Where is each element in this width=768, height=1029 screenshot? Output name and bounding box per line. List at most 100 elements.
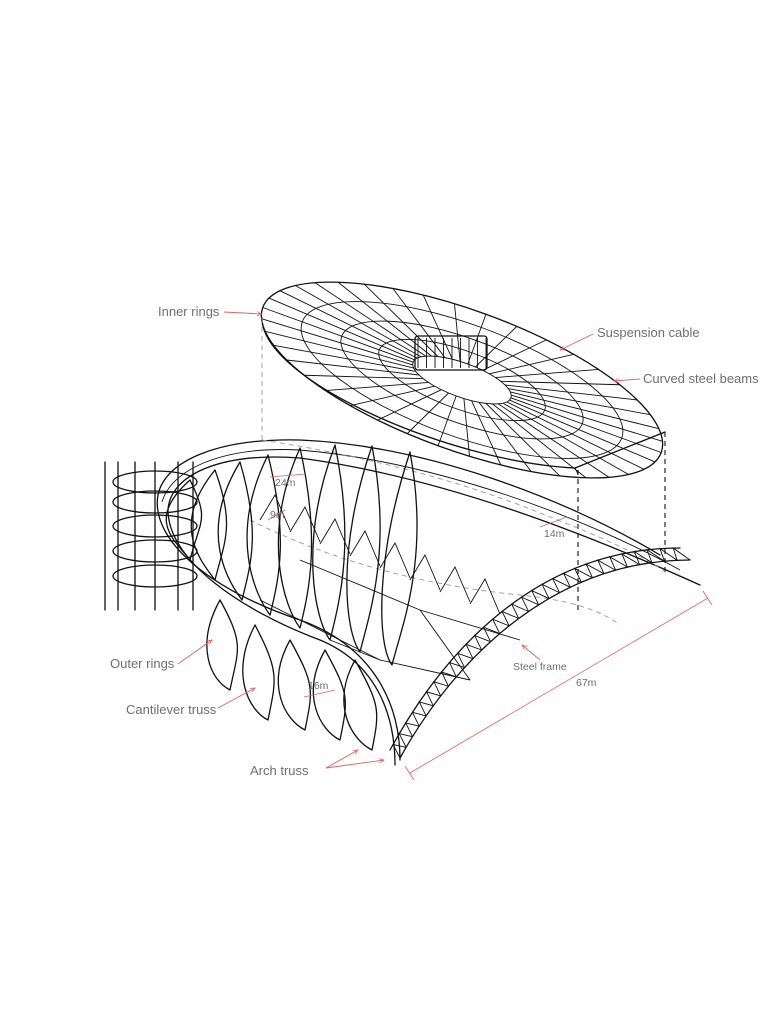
label-cantilever-truss: Cantilever truss <box>126 702 217 717</box>
arch-truss-member <box>608 555 628 571</box>
dimension-9m: 9m <box>270 509 285 521</box>
roof-radial-beam <box>304 374 424 380</box>
stair-tower <box>104 461 198 611</box>
label-curved-steel-beams: Curved steel beams <box>643 371 759 386</box>
arch-truss-member <box>510 603 529 619</box>
truss-web <box>319 518 351 555</box>
arch-truss-member <box>551 577 571 593</box>
arch-truss-web <box>392 546 691 759</box>
roof-radial-beam <box>492 403 587 479</box>
arch-truss-member <box>541 583 560 599</box>
roof-radial-beam <box>497 403 610 478</box>
roof-radial-beam <box>363 283 439 357</box>
arch-truss-member <box>596 559 616 574</box>
central-hub <box>414 335 488 371</box>
dimension-67m: 67m <box>576 677 597 689</box>
roof-inner-ring <box>378 338 546 422</box>
roof-radial-beam <box>510 397 662 453</box>
arch-truss-member <box>501 610 519 627</box>
roof-radial-beam <box>467 314 487 365</box>
cantilever-truss-group <box>165 444 501 751</box>
roof-radial-beam <box>325 382 429 392</box>
roof-radial-beam <box>262 307 414 363</box>
roof-radial-beam <box>500 380 620 386</box>
roof-radial-beam <box>422 294 453 360</box>
arch-truss-member <box>659 547 678 562</box>
roof-radial-beam <box>508 388 651 416</box>
roof-radial-beam <box>350 385 435 407</box>
arch-truss-member <box>520 596 539 612</box>
roof-radial-beam <box>261 318 413 366</box>
roof-radial-beam <box>377 389 442 421</box>
roof-radial-beam <box>510 391 659 430</box>
bowl-layer <box>156 439 701 766</box>
roof-radial-beam <box>273 344 416 372</box>
cantilever-truss <box>206 599 239 691</box>
roof-radial-beam <box>463 398 470 457</box>
truss-web <box>469 578 501 615</box>
arch-truss-member <box>398 732 413 748</box>
roof-radial-beam <box>478 402 532 472</box>
roof-radial-beam <box>406 392 449 434</box>
roof-radial-beam <box>279 290 418 359</box>
arch-truss-member <box>573 567 593 583</box>
roof-radial-beam <box>475 326 518 368</box>
cantilever-truss <box>165 479 203 561</box>
roof-radial-beam <box>314 282 427 357</box>
cantilever-truss <box>343 659 378 751</box>
roof-radial-beam <box>509 399 656 463</box>
truss-web <box>259 494 291 531</box>
arch-truss-member <box>672 546 691 561</box>
arch-truss-member <box>425 691 441 707</box>
arch-truss-member <box>585 563 605 579</box>
roof-radial-beam <box>286 359 420 376</box>
label-arch-truss: Arch truss <box>250 763 309 778</box>
arch-truss-member <box>491 618 510 634</box>
label-steel-frame: Steel frame <box>513 661 567 673</box>
truss-web <box>349 530 381 567</box>
dimension-lines <box>267 473 713 781</box>
roof-inner-ring <box>412 355 512 405</box>
arch-truss-member <box>418 701 434 717</box>
cantilever-truss <box>312 649 347 741</box>
label-inner-rings: Inner rings <box>158 304 220 319</box>
cantilever-truss <box>242 624 275 721</box>
arch-truss-member <box>620 552 640 568</box>
roof-radial-beam <box>392 288 446 358</box>
arch-truss-member <box>633 550 653 565</box>
arch-truss-member <box>392 743 407 759</box>
roof-radial-beam <box>268 297 415 361</box>
truss-web <box>289 506 321 543</box>
arch-truss-member <box>562 572 582 588</box>
roof-radial-beam <box>502 402 629 475</box>
roof-radial-beam <box>489 353 574 375</box>
arch-truss-member <box>530 589 550 606</box>
roof-radial-beam <box>471 400 502 466</box>
arch-truss-member <box>646 548 665 563</box>
arch-truss-member <box>404 722 420 737</box>
arch-truss-member <box>411 711 427 727</box>
leader-lines <box>177 312 641 769</box>
roof-radial-beam <box>506 401 645 470</box>
roof-radial-beam <box>454 303 461 362</box>
roof-radial-beam <box>511 394 663 442</box>
projection-lines <box>261 318 666 614</box>
truss-web <box>379 542 411 579</box>
truss-web <box>409 554 441 591</box>
dimension-14m: 14m <box>544 528 565 540</box>
cantilever-truss <box>346 445 381 653</box>
arch-truss-member <box>482 626 500 642</box>
label-suspension-cable: Suspension cable <box>597 325 700 340</box>
curved-steel-beams-group <box>261 281 663 479</box>
arch-truss-member <box>465 643 482 659</box>
cantilever-truss <box>312 444 346 641</box>
roof-radial-beam <box>504 384 638 401</box>
arch-truss-member <box>473 634 491 651</box>
roof-inner-ring <box>340 320 584 440</box>
cantilever-truss <box>217 461 253 601</box>
dimension-24m: 24m <box>275 477 296 489</box>
arch-truss-member <box>456 652 474 668</box>
dimension-16m: 16m <box>308 680 329 692</box>
roof-radial-beam <box>495 368 599 378</box>
